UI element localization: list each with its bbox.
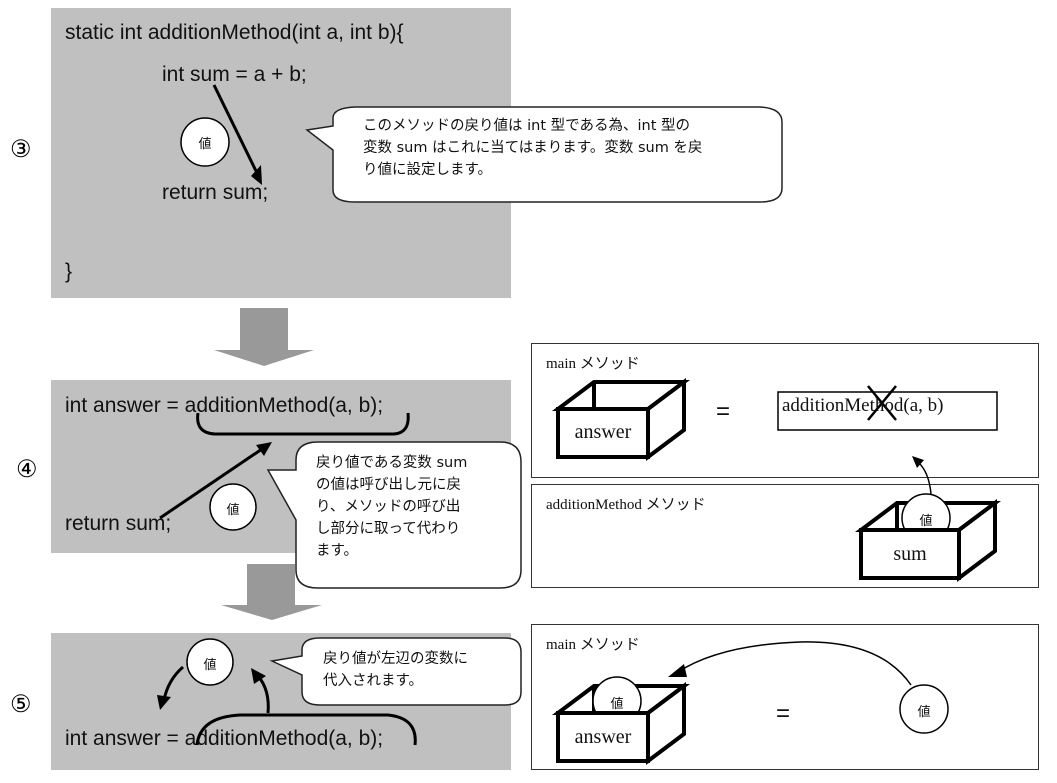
answer-variable-box bbox=[552, 378, 690, 461]
value-badge-circle bbox=[209, 483, 257, 531]
callout-line: 戻り値である変数 sum bbox=[316, 455, 468, 471]
callout-line: 代入されます。 bbox=[323, 673, 424, 689]
sum-box-label: sum bbox=[893, 543, 927, 565]
closing-brace: } bbox=[65, 260, 73, 283]
return-to-call-arrow-line bbox=[159, 447, 263, 520]
answer-value-badge-label: 値 bbox=[610, 697, 624, 712]
value-badge-label: 値 bbox=[226, 503, 240, 518]
step-marker-5: ⑤ bbox=[10, 690, 32, 718]
main-method-frame-title: main メソッド bbox=[546, 637, 640, 653]
addition-method-frame-title: additionMethod メソッド bbox=[546, 497, 706, 513]
sum-to-return-arrow-line bbox=[212, 84, 258, 172]
call-expression-label: additionMethod(a, b) bbox=[782, 395, 944, 416]
call-arch bbox=[195, 713, 417, 746]
value-badge-label: 値 bbox=[198, 137, 212, 152]
equals-sign: = bbox=[776, 700, 791, 727]
callout-bubble-step-5 bbox=[269, 637, 522, 706]
sum-declaration: int sum = a + b; bbox=[162, 63, 307, 86]
main-method-frame-title: main メソッド bbox=[546, 356, 640, 372]
down-arrow-icon bbox=[214, 308, 314, 366]
value-badge-circle bbox=[186, 638, 234, 686]
callout-text-step-3: このメソッドの戻り値は int 型である為、int 型の 変数 sum はこれに… bbox=[363, 115, 702, 181]
value-badge-circle bbox=[180, 117, 230, 167]
callout-line: ます。 bbox=[316, 543, 359, 559]
callout-line: し部分に取って代わり bbox=[316, 521, 461, 537]
value-badge-label: 値 bbox=[919, 514, 933, 529]
answer-assignment: int answer = additionMethod(a, b); bbox=[65, 727, 384, 750]
cross-icon-line bbox=[867, 385, 897, 421]
call-to-value-arrowhead bbox=[251, 668, 266, 684]
callout-text-step-5: 戻り値が左辺の変数に 代入されます。 bbox=[323, 648, 468, 692]
callout-line: 戻り値が左辺の変数に bbox=[323, 651, 468, 667]
callout-line: り、メソッドの呼び出 bbox=[316, 499, 461, 515]
sum-box-front bbox=[859, 528, 961, 580]
sum-to-return-arrowhead bbox=[251, 165, 262, 185]
down-arrow-icon bbox=[221, 564, 322, 620]
call-underline-brace bbox=[196, 412, 410, 436]
callout-bubble-step-4 bbox=[266, 441, 522, 589]
source-value-circle bbox=[899, 684, 949, 734]
callout-line: 変数 sum はこれに当てはまります。変数 sum を戻 bbox=[363, 140, 703, 156]
value-to-answer-arrowhead bbox=[157, 695, 171, 710]
answer-box-label: answer bbox=[574, 726, 632, 748]
step-marker-3: ③ bbox=[10, 135, 32, 163]
equals-sign: = bbox=[716, 398, 731, 425]
return-to-call-arrowhead bbox=[256, 442, 272, 456]
value-badge-label: 値 bbox=[203, 658, 217, 673]
callout-text-step-4: 戻り値である変数 sum の値は呼び出し元に戻 り、メソッドの呼び出 し部分に取… bbox=[316, 452, 467, 562]
callout-line: の値は呼び出し元に戻 bbox=[316, 477, 461, 493]
answer-box-label: answer bbox=[574, 421, 632, 443]
callout-bubble-step-3 bbox=[305, 106, 783, 203]
callout-line: このメソッドの戻り値は int 型である為、int 型の bbox=[363, 118, 690, 134]
answer-box-front bbox=[556, 711, 650, 763]
return-statement: return sum; bbox=[65, 512, 172, 535]
value-to-answer-arrowhead bbox=[668, 664, 687, 677]
value-to-answer-curve bbox=[677, 641, 912, 686]
method-signature: static int additionMethod(int a, int b){ bbox=[65, 21, 404, 44]
callout-line: り値に設定します。 bbox=[363, 162, 493, 178]
answer-assignment: int answer = additionMethod(a, b); bbox=[65, 394, 384, 417]
value-up-arrowhead bbox=[912, 456, 924, 468]
return-statement: return sum; bbox=[162, 181, 269, 204]
source-value-badge-label: 値 bbox=[917, 705, 931, 720]
step-marker-4: ④ bbox=[16, 455, 38, 483]
